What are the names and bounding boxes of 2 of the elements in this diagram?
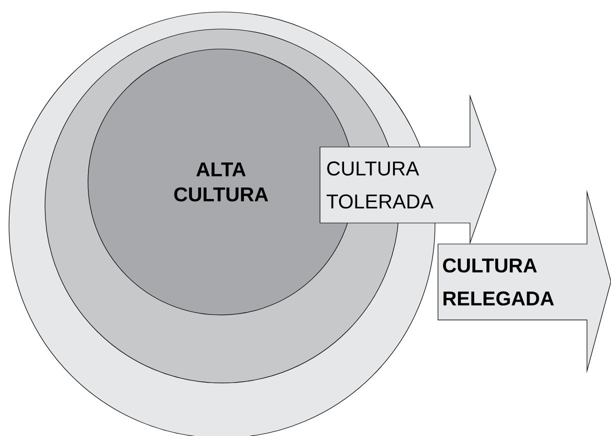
pointer-box: CULTURA TOLERADA — [320, 94, 496, 245]
pointer-box: CULTURA RELEGADA — [438, 190, 611, 374]
